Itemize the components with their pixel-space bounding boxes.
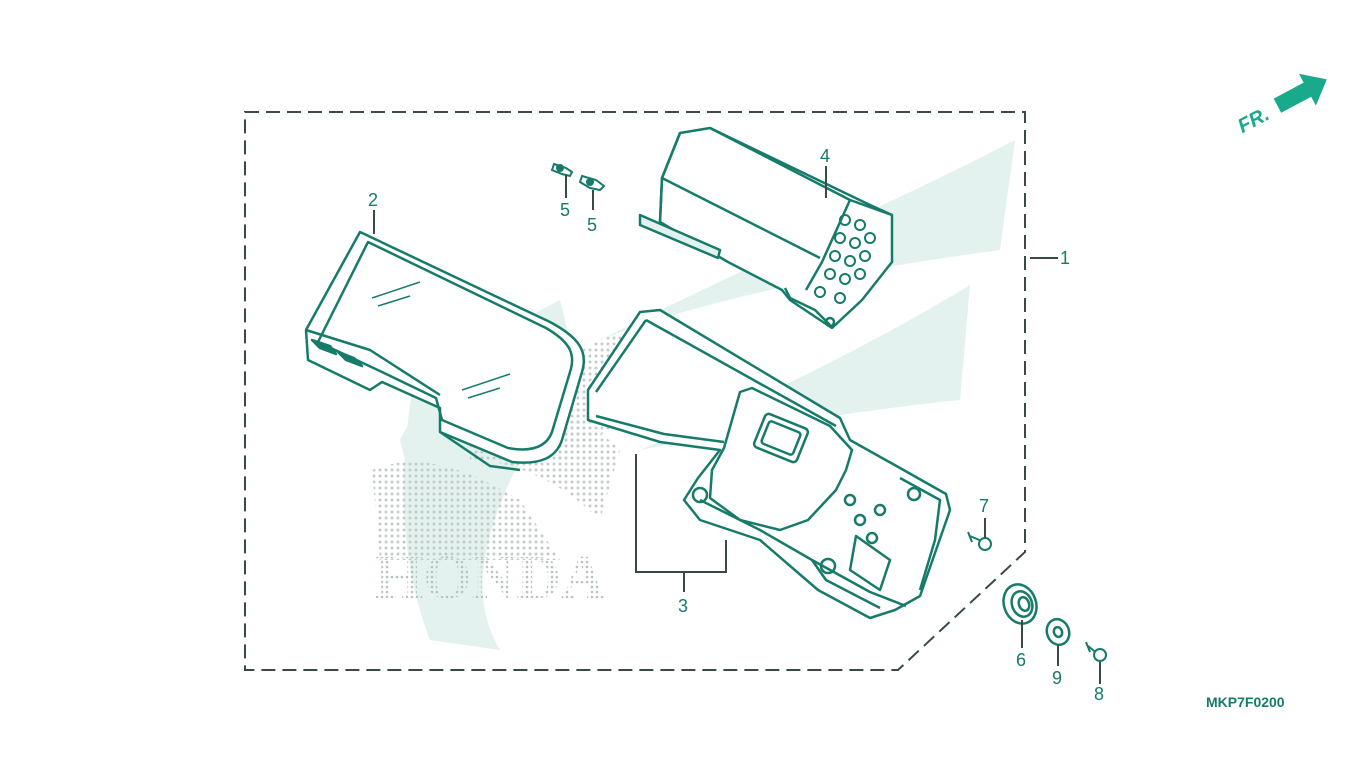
front-arrow-icon [1273, 73, 1327, 113]
part-6-grommet [1002, 583, 1038, 625]
diagram-code: MKP7F0200 [1206, 694, 1285, 710]
part-4-connector-pins [814, 214, 876, 304]
callout-7: 7 [979, 496, 989, 516]
callout-5a: 5 [560, 200, 570, 220]
callout-3: 3 [678, 596, 688, 616]
honda-watermark-text: HONDA [375, 544, 606, 612]
part-3-meter-case [586, 308, 952, 620]
front-direction-label: FR. [1234, 103, 1273, 138]
part-7-screw [967, 531, 992, 551]
part-2-meter-cover [304, 230, 586, 472]
callout-4: 4 [820, 146, 830, 166]
callout-6: 6 [1016, 650, 1026, 670]
leader-3 [635, 454, 727, 592]
callout-2: 2 [368, 190, 378, 210]
callout-labels: 1 2 3 4 5 5 6 7 8 9 [368, 146, 1104, 704]
callout-1: 1 [1060, 248, 1070, 268]
part-5-bulb-left [550, 162, 574, 178]
front-direction-indicator: FR. [1234, 73, 1327, 138]
part-9-washer [1045, 617, 1071, 647]
part-4-meter-unit [638, 126, 894, 330]
part-5-bulb-right [578, 174, 606, 192]
callout-9: 9 [1052, 668, 1062, 688]
callout-5b: 5 [587, 215, 597, 235]
assembly-boundary [244, 111, 1026, 671]
part-8-screw [1085, 641, 1107, 662]
callout-8: 8 [1094, 684, 1104, 704]
leader-lines [373, 166, 1101, 684]
